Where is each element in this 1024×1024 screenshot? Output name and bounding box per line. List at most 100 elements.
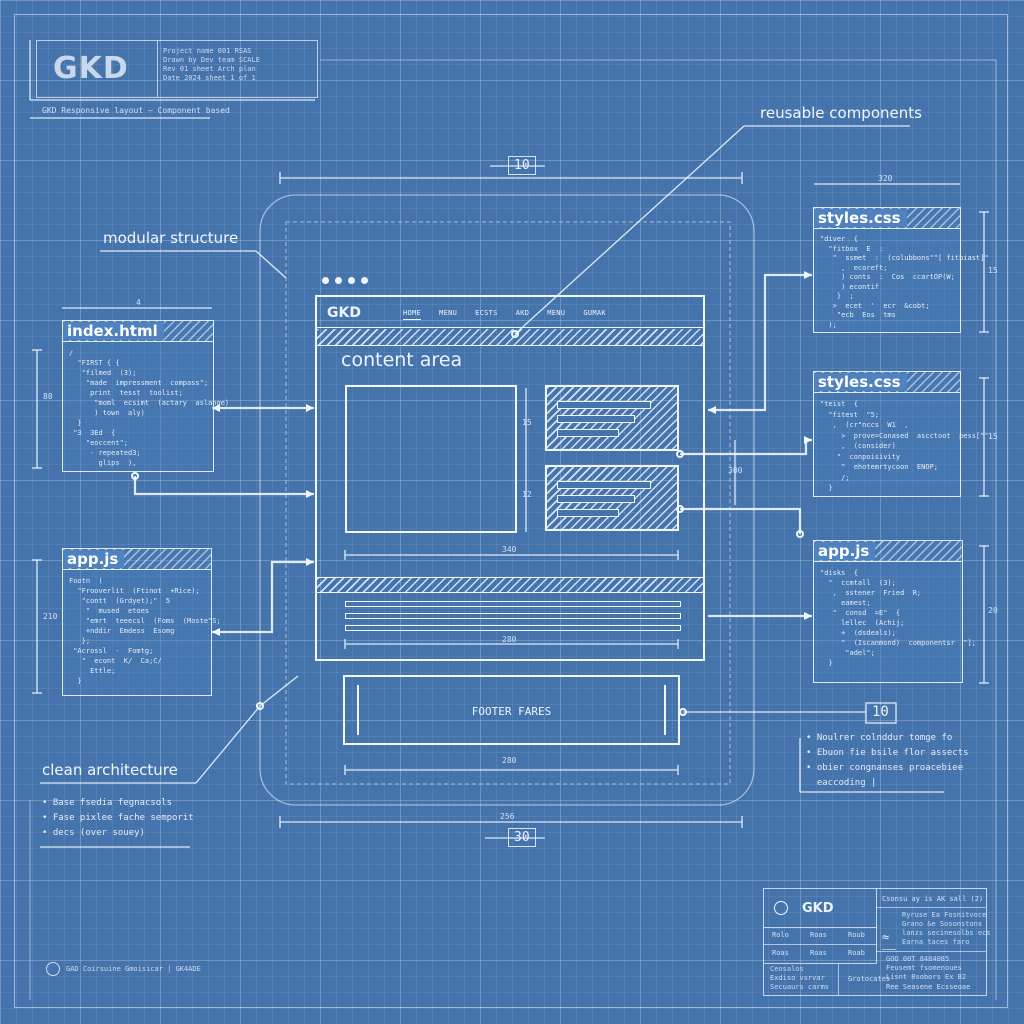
tb-top-text: Csonsu ay is AK sall (2): [882, 895, 984, 903]
header-info-line: Date 2024 sheet 1 of 1: [163, 74, 256, 82]
dim-index-h: 4: [136, 298, 141, 307]
window-dots: [322, 277, 368, 284]
tb-logo-cell: GKD: [764, 889, 877, 928]
tb-rule: [876, 907, 986, 908]
modular-structure-label: modular structure: [103, 229, 239, 247]
window-dot-icon: [348, 277, 355, 284]
title-block: GKD Csonsu ay is AK sall (2) Rolo Roas R…: [763, 888, 991, 996]
dim-bottom-label: 30: [508, 828, 536, 847]
left-notes: • Base fsedia fegnacsols • Fase pixlee f…: [42, 796, 194, 841]
card-1-line: [557, 415, 635, 423]
card-2-line: [557, 495, 635, 503]
file-app-name: app.js: [63, 550, 125, 568]
tb-signature-icon: ≈: [882, 931, 896, 950]
footer-mockup: FOOTER FARES: [343, 675, 680, 745]
dim-index-v: 80: [43, 392, 53, 401]
card-1-line: [557, 401, 651, 409]
file-styles2-name: styles.css: [814, 373, 907, 391]
tb-row-cell: Rolo: [772, 931, 789, 939]
dim-body-h: 300: [728, 466, 743, 475]
nav-item-gumak[interactable]: GUMAK: [583, 309, 606, 317]
file-app-header: app.js: [63, 549, 211, 570]
file-app-js: app.js Footn ( "Frooverlit (Ftinot +Rice…: [62, 548, 221, 696]
dim-img-h2: 12: [522, 490, 532, 499]
content-card-2: [545, 465, 679, 531]
file-index-code: / "FIRST { { "filmed (3); "made impressm…: [69, 349, 230, 467]
dim-content-w: 340: [502, 545, 517, 554]
tb-row-cell: Roub: [848, 931, 865, 939]
file-styles1-header: styles.css: [814, 208, 960, 229]
file-app2-code: "disks { " ccmtall (3); , sstener Fried …: [820, 569, 976, 667]
file-styles2-header: styles.css: [814, 372, 960, 393]
tb-row-cell: Roas: [810, 949, 827, 957]
dim-footer-w: 280: [502, 756, 517, 765]
file-styles1-code: "diver { "fitbox E : " ssmet : (colubbon…: [820, 235, 989, 329]
header-block: GKD Project name 001 RSAS Drawn by Dev t…: [36, 40, 318, 98]
file-index-name: index.html: [63, 322, 164, 340]
nav-item-menu-2[interactable]: MENU: [547, 309, 566, 317]
file-styles2-code: "teist { "fitest "5; , (cr"nccs W1 , > p…: [820, 400, 993, 492]
card-2-line: [557, 481, 651, 489]
nav-item-home[interactable]: HOME: [403, 309, 422, 320]
page-nav-bar: GKD HOME MENU ECSTS AKD MENU GUMAK: [317, 297, 703, 328]
content-image-box: [345, 385, 517, 533]
footer-label: FOOTER FARES: [471, 705, 552, 718]
dim-app-v: 210: [43, 612, 58, 621]
nav-item-ecsts[interactable]: ECSTS: [475, 309, 498, 317]
nav-item-menu[interactable]: MENU: [439, 309, 458, 317]
tb-rows: Rolo Roas Roub Roas Roas Roab: [764, 927, 877, 964]
modular-leader: [100, 250, 287, 279]
file-styles-css-2: styles.css "teist { "fitest "5; , (cr"nc…: [813, 371, 993, 497]
footer-edge: [664, 685, 666, 735]
page-logo: GKD: [327, 305, 361, 321]
text-line: [345, 625, 681, 631]
dim-lines-w: 280: [502, 635, 517, 644]
dim-styles2-v: 15: [988, 432, 998, 441]
header-divider: [157, 41, 158, 97]
sheet-border: [14, 14, 1008, 1008]
right-note-item: • Noulrer colnddur tomge fo: [806, 733, 953, 743]
file-app-code: Footn ( "Frooverlit (Ftinot +Rice); "con…: [69, 577, 221, 685]
dim-outer-w: 256: [500, 812, 515, 821]
file-styles1-name: styles.css: [814, 209, 907, 227]
outer-device-frame: [259, 194, 755, 806]
right-note-item: • Ebuon fie bsile flor assects: [806, 748, 969, 758]
app-to-page: [212, 560, 314, 634]
footer-seal-icon: [46, 962, 60, 976]
tb-bottom-left: Ceosalos Exdiso vsrvar Secuaurs carms: [770, 965, 830, 991]
ten-box-label: 10: [872, 704, 889, 720]
nav-item-akd[interactable]: AKD: [515, 309, 530, 317]
left-note-item: • Base fsedia fegnacsols: [42, 798, 173, 808]
header-info-line: Project name 001 RSAS: [163, 47, 252, 55]
file-index-html: index.html / "FIRST { { "filmed (3); "ma…: [62, 320, 230, 472]
tb-row-cell: Roas: [810, 931, 827, 939]
card-1-line: [557, 429, 619, 437]
file-index-header: index.html: [63, 321, 213, 342]
dim-styles1-v: 15: [988, 266, 998, 275]
header-info: Project name 001 RSAS Drawn by Dev team …: [163, 47, 260, 83]
file-app2-header: app.js: [814, 541, 962, 562]
footer-edge: [357, 685, 359, 735]
tb-row-cell: Roab: [848, 949, 865, 957]
tb-bottom-right: GOO 00T 8484085 Feusemt fsomenoues Lisnt…: [886, 955, 967, 981]
text-line: [345, 613, 681, 619]
ten-box: [865, 702, 897, 724]
window-dot-icon: [335, 277, 342, 284]
dim-top-label: 10: [508, 156, 536, 175]
window-dot-icon: [322, 277, 329, 284]
content-area-label: content area: [341, 349, 463, 371]
index-link: [133, 476, 314, 496]
card-2-line: [557, 509, 619, 517]
dim-right-top: 320: [878, 174, 893, 183]
left-note-item: • decs (over souey): [42, 828, 145, 838]
right-notes: • Noulrer colnddur tomge fo • Ebuon fie …: [806, 731, 969, 791]
file-app-js-2: app.js "disks { " ccmtall (3); , sstener…: [813, 540, 976, 683]
tb-bottom-mid: Grotocates: [848, 975, 891, 983]
page-mockup: GKD HOME MENU ECSTS AKD MENU GUMAK conte…: [315, 295, 705, 661]
page-nav: HOME MENU ECSTS AKD MENU GUMAK: [403, 309, 606, 320]
dim-img-h1: 15: [522, 418, 532, 427]
content-card-1: [545, 385, 679, 451]
tb-row-cell: Roas: [772, 949, 789, 957]
right-note-item: • obier congnanses proacebiee: [806, 763, 964, 773]
